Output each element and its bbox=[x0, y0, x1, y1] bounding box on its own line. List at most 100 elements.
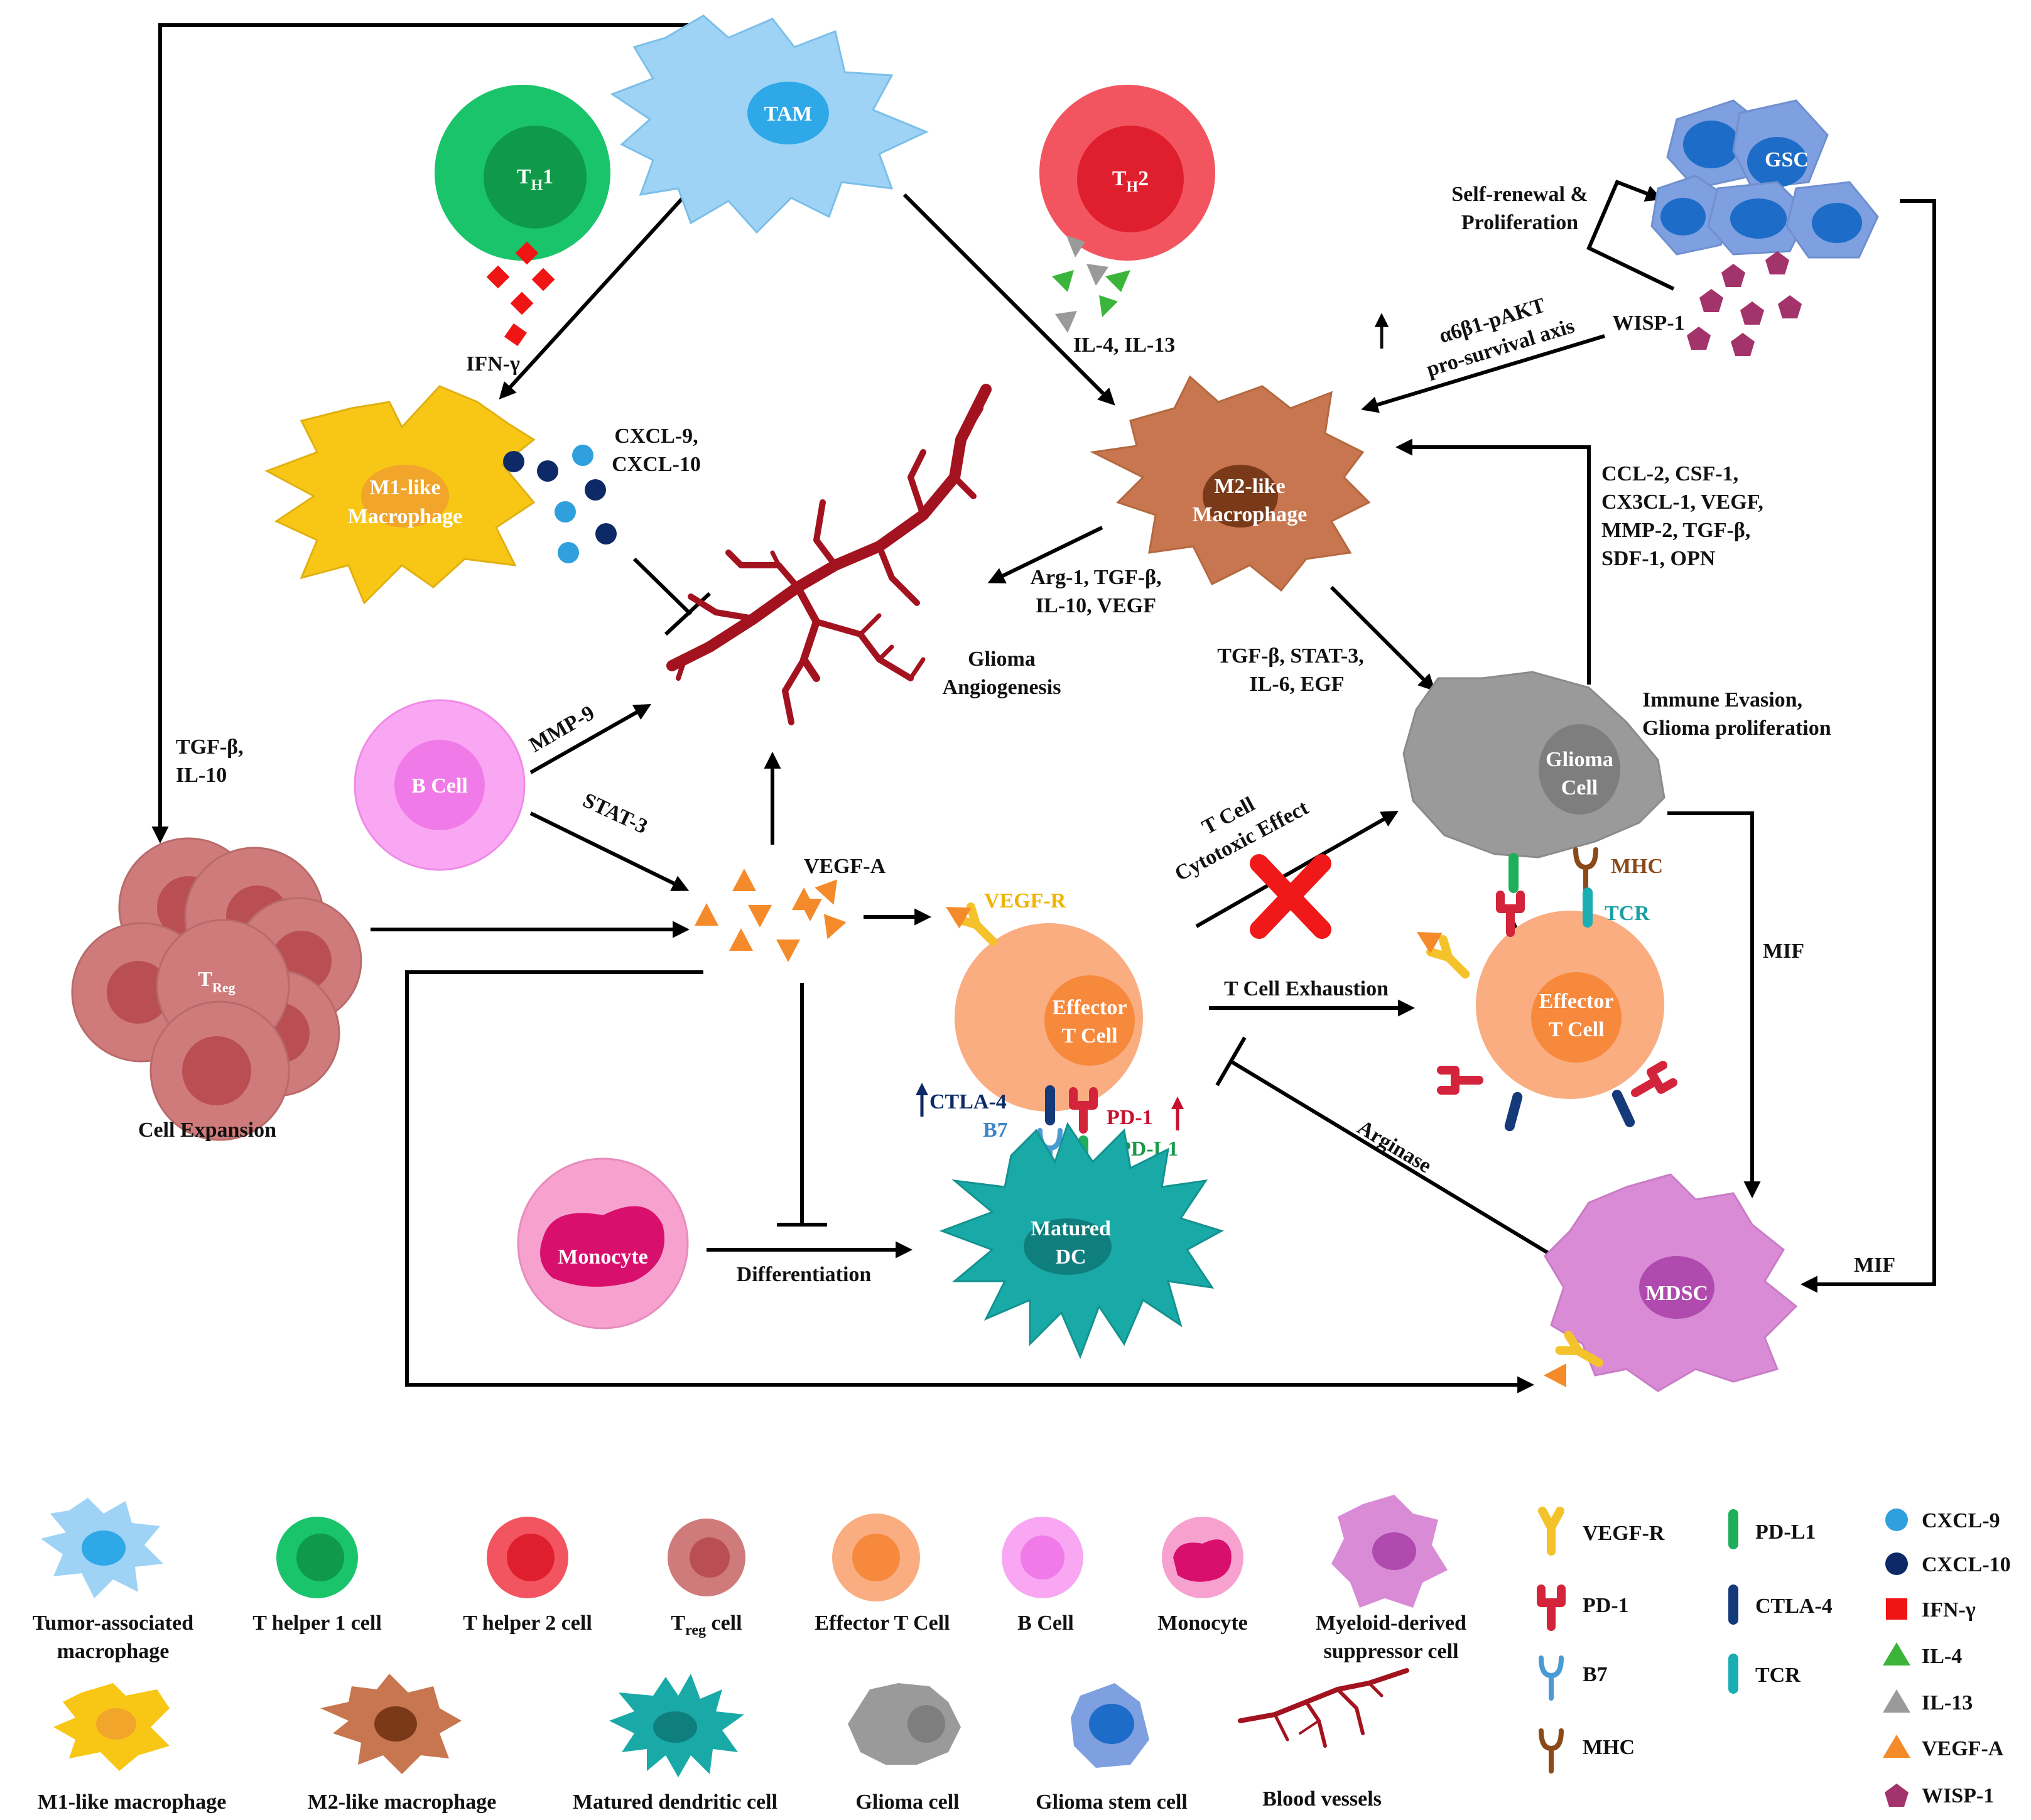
b-cell: B Cell bbox=[354, 699, 526, 871]
monocyte-cell: Monocyte bbox=[517, 1157, 689, 1330]
legend-monocyte: Monocyte bbox=[1157, 1517, 1248, 1635]
svg-text:MHC: MHC bbox=[1583, 1736, 1635, 1759]
treg-cell-cluster: TReg bbox=[71, 837, 362, 1141]
tam-cell: TAM bbox=[610, 14, 929, 234]
legend-vessels: Blood vessels bbox=[1238, 1668, 1409, 1811]
effector-t-cell-exhausted: Effector T Cell bbox=[1476, 911, 1664, 1099]
arg-label-1: Arg-1, TGF-β, bbox=[1031, 566, 1162, 589]
svg-text:B Cell: B Cell bbox=[1017, 1611, 1074, 1635]
m2-label-2: Macrophage bbox=[1193, 503, 1308, 526]
arrow-cytotoxic-effect bbox=[1195, 810, 1399, 928]
effector2-label-1: Effector bbox=[1539, 990, 1614, 1013]
inhibit-m1-angiogenesis bbox=[632, 557, 693, 616]
mif-label-1: MIF bbox=[1763, 940, 1804, 963]
svg-text:IL-4: IL-4 bbox=[1922, 1645, 1962, 1668]
arrow-gsc-to-mdsc bbox=[1800, 199, 1936, 1293]
svg-text:B7: B7 bbox=[1583, 1663, 1608, 1686]
exhaustion-label: T Cell Exhaustion bbox=[1224, 977, 1389, 1000]
arrow-tam-to-treg bbox=[151, 23, 703, 844]
svg-text:CXCL-10: CXCL-10 bbox=[1922, 1553, 2011, 1576]
legend-ctla4: CTLA-4 bbox=[1728, 1584, 1833, 1625]
legend-pdl1: PD-L1 bbox=[1728, 1509, 1816, 1549]
arrow-glioma-to-m2 bbox=[1395, 438, 1591, 685]
il4-il13-markers bbox=[1052, 236, 1130, 333]
m2-factors-label-2: CX3CL-1, VEGF, bbox=[1601, 490, 1763, 514]
arrow-tam-to-m1 bbox=[499, 194, 686, 399]
matured-dc-cell: Matured DC bbox=[939, 1122, 1224, 1360]
angiogenesis-label-1: Glioma bbox=[968, 647, 1036, 671]
arrow-wisp-to-m2 bbox=[1361, 334, 1605, 413]
svg-text:Matured dendritic cell: Matured dendritic cell bbox=[573, 1790, 777, 1814]
legend-tcr: TCR bbox=[1728, 1654, 1801, 1694]
svg-text:IL-13: IL-13 bbox=[1922, 1691, 1973, 1714]
cxcl-label-2: CXCL-10 bbox=[612, 453, 701, 476]
tgf-il10-label-1: TGF-β, bbox=[176, 735, 244, 759]
inhibit-arginase bbox=[1230, 1059, 1549, 1255]
legend-tam: Tumor-associated macrophage bbox=[33, 1498, 193, 1663]
cxcl-label-1: CXCL-9, bbox=[614, 425, 698, 448]
legend-il4: IL-4 bbox=[1883, 1642, 1962, 1668]
legend-pd1: PD-1 bbox=[1541, 1589, 1629, 1627]
arrow-m2-to-angiogenesis bbox=[987, 526, 1103, 583]
tam-nucleus bbox=[747, 82, 829, 144]
m1-label-2: Macrophage bbox=[348, 505, 463, 528]
dc-label-2: DC bbox=[1055, 1245, 1086, 1269]
svg-text:TCR: TCR bbox=[1755, 1664, 1801, 1687]
arrow-tam-to-m2 bbox=[902, 193, 1115, 406]
vegfr-label: VEGF-R bbox=[984, 889, 1066, 913]
svg-text:macrophage: macrophage bbox=[57, 1640, 170, 1663]
legend-vegfa: VEGF-A bbox=[1883, 1735, 2004, 1760]
ctla4-receptor bbox=[1045, 1085, 1055, 1125]
tgf-il10-label-2: IL-10 bbox=[176, 764, 227, 787]
svg-text:Myeloid-derived: Myeloid-derived bbox=[1316, 1611, 1466, 1635]
svg-text:PD-L1: PD-L1 bbox=[1755, 1520, 1816, 1544]
self-renewal-label-1: Self-renewal & bbox=[1451, 183, 1588, 206]
dc-label-1: Matured bbox=[1031, 1217, 1111, 1240]
angiogenesis-label-2: Angiogenesis bbox=[943, 676, 1061, 699]
arrow-bcell-mmp9 bbox=[529, 704, 652, 774]
tcr-label: TCR bbox=[1605, 902, 1650, 925]
legend-b7: B7 bbox=[1541, 1658, 1608, 1698]
legend-effector: Effector T Cell bbox=[815, 1514, 950, 1635]
legend-dc: Matured dendritic cell bbox=[573, 1674, 777, 1814]
m2-factors-label-3: MMP-2, TGF-β, bbox=[1601, 519, 1750, 542]
svg-text:TH2: TH2 bbox=[1112, 167, 1149, 195]
m2-label-1: M2-like bbox=[1214, 475, 1285, 498]
m1-label-1: M1-like bbox=[369, 476, 440, 499]
blocked-cross bbox=[1250, 854, 1331, 939]
m2-factors-label-1: CCL-2, CSF-1, bbox=[1601, 462, 1738, 485]
b7-label: B7 bbox=[983, 1119, 1008, 1142]
ifn-gamma-squares bbox=[486, 241, 555, 347]
ctla4-label: CTLA-4 bbox=[929, 1090, 1007, 1113]
effector2-label-2: T Cell bbox=[1548, 1018, 1604, 1041]
svg-text:T helper 2 cell: T helper 2 cell bbox=[463, 1611, 592, 1635]
pd1-label: PD-1 bbox=[1107, 1106, 1153, 1129]
svg-text:suppressor cell: suppressor cell bbox=[1323, 1640, 1458, 1663]
legend-m1: M1-like macrophage bbox=[38, 1683, 226, 1814]
effector-label-2: T Cell bbox=[1061, 1024, 1117, 1048]
legend-ifng: IFN-γ bbox=[1886, 1598, 1976, 1622]
mmp9-label: MMP-9 bbox=[525, 701, 598, 757]
vegfa-cluster bbox=[695, 869, 847, 962]
wisp1-markers bbox=[1687, 251, 1802, 356]
svg-text:Effector T Cell: Effector T Cell bbox=[815, 1611, 950, 1635]
mhc-label: MHC bbox=[1611, 855, 1663, 878]
svg-text:Blood vessels: Blood vessels bbox=[1262, 1787, 1382, 1811]
legend-mhc: MHC bbox=[1541, 1731, 1635, 1771]
arrow-self-renewal bbox=[1586, 180, 1675, 291]
il4-il13-label: IL-4, IL-13 bbox=[1073, 333, 1175, 357]
mif-label-2: MIF bbox=[1854, 1254, 1895, 1277]
immune-evasion-label-2: Glioma proliferation bbox=[1642, 717, 1831, 740]
cxcl-markers bbox=[503, 445, 617, 563]
svg-text:WISP-1: WISP-1 bbox=[1922, 1784, 1994, 1807]
legend: Tumor-associated macrophage T helper 1 c… bbox=[33, 1495, 2011, 1814]
immune-evasion-label-1: Immune Evasion, bbox=[1642, 688, 1802, 712]
legend-gsc: Glioma stem cell bbox=[1036, 1683, 1188, 1814]
legend-treg: Treg cell bbox=[668, 1519, 745, 1639]
legend-cxcl10: CXCL-10 bbox=[1885, 1552, 2011, 1576]
glioma-cell: Glioma Cell bbox=[1402, 671, 1665, 859]
legend-il13: IL-13 bbox=[1883, 1689, 1973, 1714]
m2-macrophage-cell: M2-like Macrophage bbox=[1090, 375, 1371, 592]
glioma-label-1: Glioma bbox=[1546, 748, 1613, 771]
connectors bbox=[151, 23, 1936, 1394]
